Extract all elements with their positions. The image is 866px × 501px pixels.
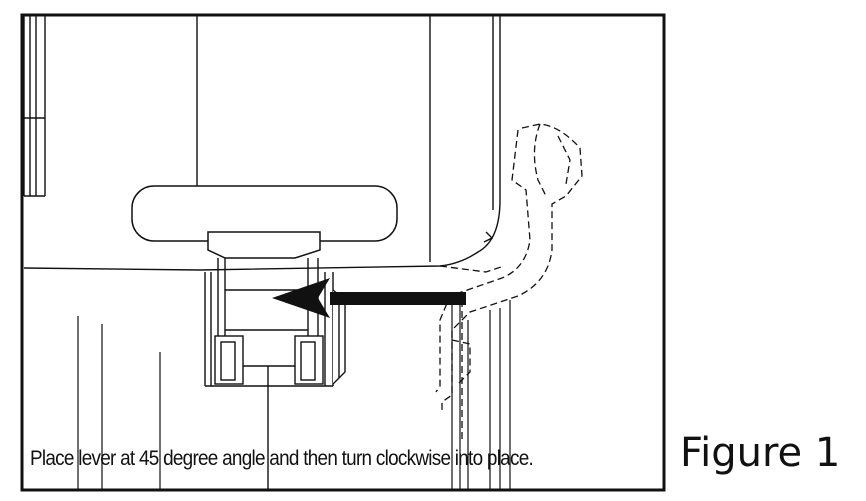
instruction-caption: Place lever at 45 degree angle and then … xyxy=(30,447,534,470)
appliance-body xyxy=(23,15,501,271)
direction-arrow xyxy=(272,278,466,318)
handle xyxy=(131,185,398,259)
figure-label: Figure 1 xyxy=(680,430,841,476)
latch-bracket xyxy=(204,258,346,490)
background-lines xyxy=(77,300,511,490)
lever-dashed-outline xyxy=(435,123,583,440)
figure-frame xyxy=(20,13,666,492)
